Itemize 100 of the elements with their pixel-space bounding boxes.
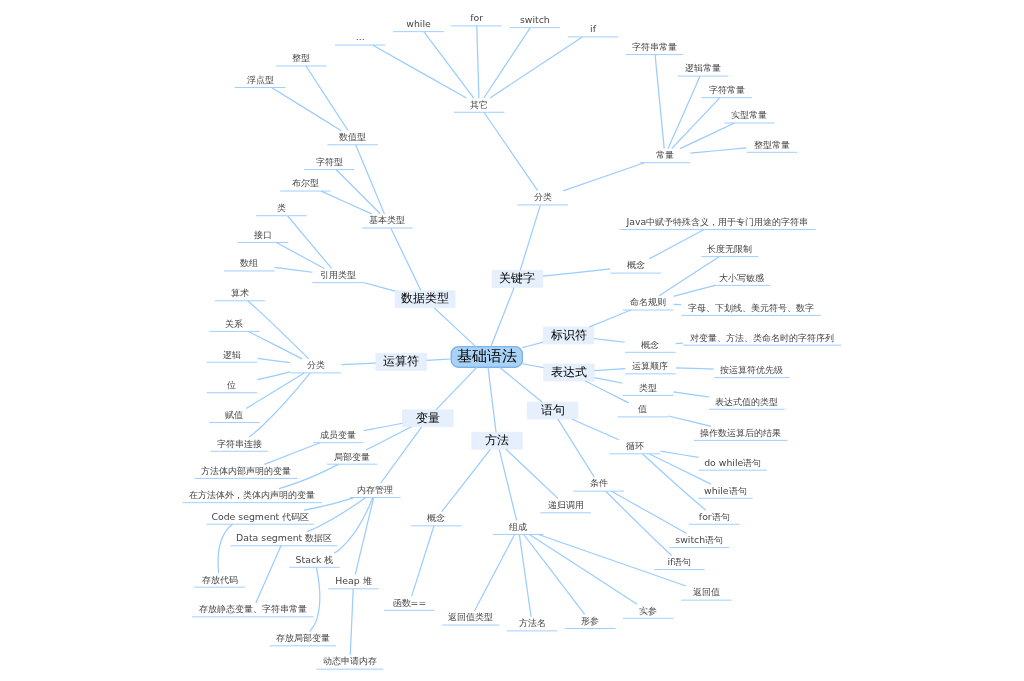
node-text: 整型常量 — [753, 138, 790, 150]
node-text: 数值型 — [339, 131, 367, 143]
node-text: 存放静态变量、字符串常量 — [198, 603, 307, 615]
connector — [303, 496, 355, 511]
node-text: 成员变量 — [320, 428, 357, 440]
node-text: 运算顺序 — [632, 360, 669, 372]
node-text: 条件 — [589, 477, 608, 489]
node-text: Code segment 代码区 — [211, 510, 310, 522]
node-text: 长度无限制 — [707, 242, 753, 254]
connector — [435, 366, 478, 411]
connector — [593, 377, 624, 384]
connector — [483, 27, 531, 99]
node-text: while — [406, 17, 431, 29]
node-text: 内存管理 — [357, 483, 394, 495]
node-text: 其它 — [470, 98, 489, 110]
connector — [425, 358, 452, 361]
connector — [287, 215, 333, 270]
node-text: 位 — [227, 379, 237, 391]
connector — [659, 450, 700, 459]
connector — [423, 31, 475, 99]
connector — [571, 418, 620, 441]
connector — [667, 75, 701, 150]
node-text: 命名规则 — [630, 296, 667, 308]
node-box: 语句 — [526, 401, 579, 420]
connector — [270, 86, 342, 132]
node-text: 值 — [638, 403, 648, 415]
node-text: 概念 — [626, 259, 645, 271]
node-text: 动态申请内存 — [322, 655, 377, 667]
connector — [473, 533, 516, 612]
node-text: 引用类型 — [319, 268, 356, 280]
connector — [519, 204, 541, 271]
connector — [671, 97, 721, 150]
node-text: ... — [355, 31, 365, 43]
connector — [654, 54, 665, 150]
node-text: 实型常量 — [731, 109, 768, 121]
node-text: 对变量、方法、类命名时的字符序列 — [690, 331, 835, 343]
connector — [340, 362, 377, 366]
node-text: 返回值类型 — [448, 611, 494, 623]
node-text: 关系 — [225, 317, 244, 329]
node-text: 概念 — [427, 512, 446, 524]
connector — [672, 284, 716, 297]
node-text: for语句 — [698, 510, 730, 522]
connector — [278, 463, 340, 490]
connector — [256, 371, 291, 381]
connector — [518, 534, 532, 618]
connector — [584, 380, 630, 404]
node-text: 整型 — [292, 52, 311, 64]
connector — [523, 533, 586, 615]
connector — [245, 372, 305, 410]
node-text: 局部变量 — [334, 450, 371, 462]
connector — [537, 533, 687, 587]
node-text: while语句 — [704, 484, 747, 496]
connector — [247, 330, 303, 360]
connector — [274, 266, 313, 273]
connector — [256, 357, 291, 364]
connector — [610, 490, 688, 535]
node-text: 分类 — [306, 359, 325, 371]
connector — [333, 496, 374, 554]
node-text: 逻辑 — [222, 348, 241, 360]
connector — [363, 422, 403, 432]
node-box: 基础语法 — [450, 345, 524, 368]
connector — [372, 44, 467, 99]
node-text: 布尔型 — [291, 177, 319, 189]
node-text: 表达式值的类型 — [715, 395, 779, 407]
node-text: Data segment 数据区 — [235, 532, 333, 544]
node-text: 存放局部变量 — [275, 632, 330, 644]
connector — [588, 309, 632, 328]
connector — [390, 227, 422, 292]
connector — [487, 366, 497, 433]
connector — [217, 523, 234, 574]
node-text: 实参 — [639, 604, 658, 616]
connector — [248, 372, 311, 438]
node-box: 运算符 — [375, 352, 427, 371]
node-text: 字符串连接 — [216, 437, 262, 449]
node-text: if语句 — [667, 555, 692, 567]
node-text: 函数== — [392, 596, 427, 608]
node-text: 接口 — [254, 228, 273, 240]
connector — [441, 448, 491, 513]
connector — [355, 144, 386, 215]
node-text: 方法名 — [518, 617, 546, 629]
connector — [658, 256, 720, 297]
node-text: 字符串常量 — [631, 40, 677, 52]
connector — [689, 147, 747, 154]
node-text: 赋值 — [225, 408, 244, 420]
connector — [305, 65, 349, 132]
node-text: for — [470, 12, 484, 24]
node-text: 方法体内部声明的变量 — [201, 464, 292, 476]
node-text: 数组 — [240, 257, 259, 269]
node-text: 形参 — [581, 614, 600, 626]
node-text: Java中赋予特殊含义，用于专门用途的字符串 — [626, 215, 809, 227]
node-text: 循环 — [625, 440, 644, 452]
connector — [309, 566, 321, 633]
connector — [593, 337, 626, 343]
node-text: 字符型 — [315, 155, 343, 167]
connector — [320, 190, 373, 215]
node-text: 组成 — [509, 520, 528, 532]
node-text: 基本类型 — [369, 214, 406, 226]
connector — [489, 36, 583, 99]
node-text: 在方法体外，类体内声明的变量 — [189, 489, 316, 500]
connector — [362, 281, 396, 292]
